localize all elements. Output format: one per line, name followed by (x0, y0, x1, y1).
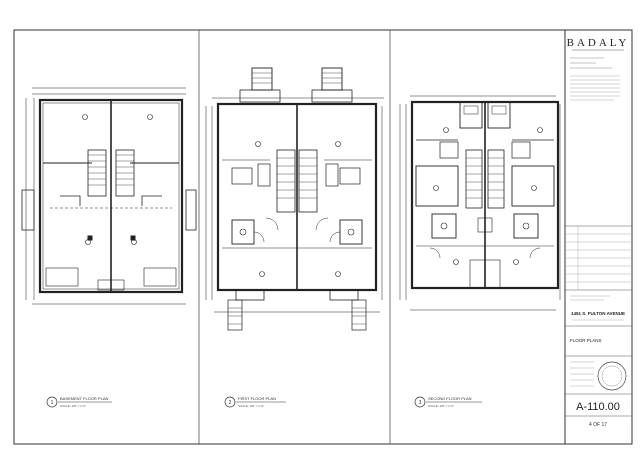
seal-stamp (597, 361, 627, 391)
plan-title-text: BASEMENT FLOOR PLAN (60, 396, 108, 401)
plan-scale-text: SCALE: 1/8" = 1'-0" (238, 404, 264, 408)
firm-logo: BADALY (567, 37, 630, 49)
second-floor-plan (399, 95, 561, 311)
plan-title-3: 3 SECOND FLOOR PLAN SCALE: 1/8" = 1'-0" (414, 396, 482, 408)
svg-text:1: 1 (51, 400, 54, 406)
sheet-title: FLOOR PLANS (570, 338, 602, 343)
title-block: BADALY 1451 S. FULTON AVENUE FLOOR PLANS (565, 37, 632, 428)
plan-title-1: 1 BASEMENT FLOOR PLAN SCALE: 1/8" = 1'-0… (46, 396, 112, 408)
svg-text:3: 3 (419, 400, 422, 406)
plan-scale-text: SCALE: 1/8" = 1'-0" (428, 404, 454, 408)
sheet-count: 4 OF 17 (589, 422, 607, 428)
basement-plan (21, 87, 197, 305)
first-floor-plan (205, 67, 384, 331)
plan-scale-text: SCALE: 1/8" = 1'-0" (60, 404, 86, 408)
sheet-border (13, 29, 633, 445)
sheet-number: A-110.00 (576, 401, 620, 413)
project-address: 1451 S. FULTON AVENUE (571, 311, 625, 316)
svg-text:2: 2 (229, 400, 232, 406)
plan-title-text: FIRST FLOOR PLAN (238, 396, 276, 401)
plan-title-2: 2 FIRST FLOOR PLAN SCALE: 1/8" = 1'-0" (224, 396, 286, 408)
plan-title-text: SECOND FLOOR PLAN (428, 396, 472, 401)
